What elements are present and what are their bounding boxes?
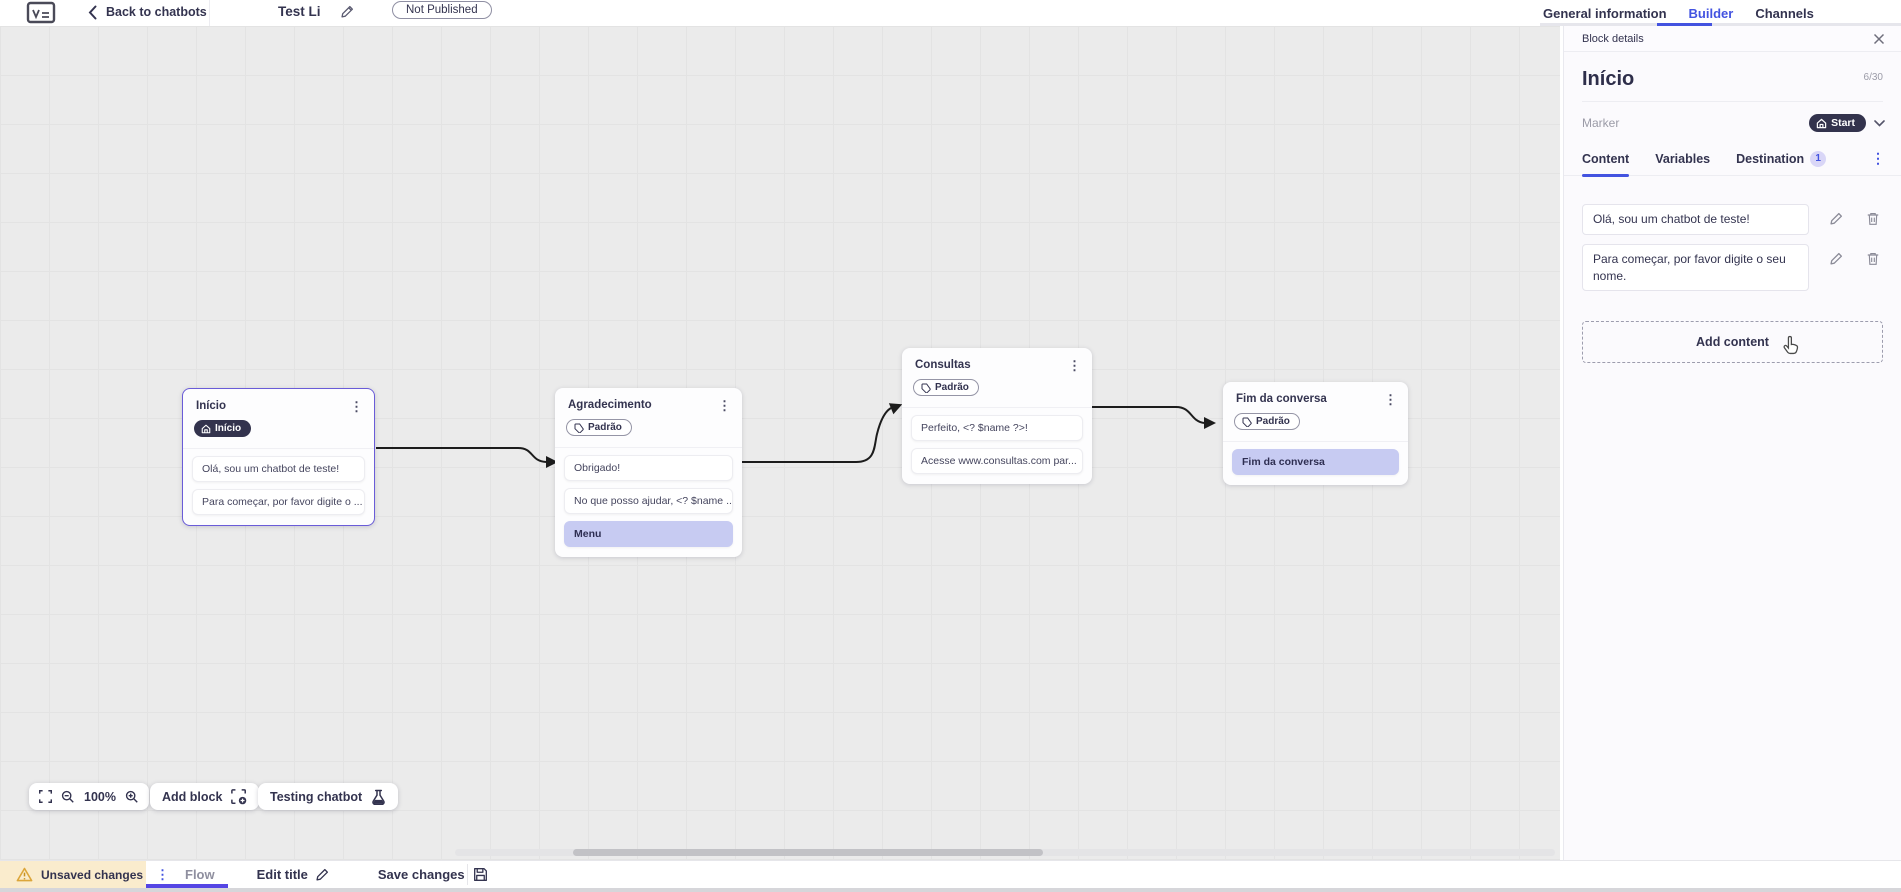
- save-changes-button[interactable]: Save changes: [378, 867, 488, 882]
- block-menu-icon[interactable]: ⋮: [1384, 392, 1397, 407]
- content-row: Para começar, por favor digite o seu nom…: [1582, 243, 1883, 292]
- block-name[interactable]: Início: [1582, 68, 1635, 90]
- message-card[interactable]: Olá, sou um chatbot de teste!: [192, 455, 365, 482]
- flow-tab-underline: [146, 884, 228, 888]
- block-menu-icon[interactable]: ⋮: [1068, 358, 1081, 373]
- content-text-card[interactable]: Olá, sou um chatbot de teste!: [1582, 204, 1809, 235]
- trash-icon[interactable]: [1866, 211, 1880, 226]
- marker-pill[interactable]: Padrão: [566, 419, 632, 436]
- panel-menu-icon[interactable]: ⋮: [1871, 150, 1885, 166]
- panel-tab-variables[interactable]: Variables: [1655, 151, 1711, 166]
- zoom-out-icon[interactable]: [61, 790, 75, 804]
- mouse-cursor: [1780, 334, 1802, 358]
- block-title: Agradecimento: [568, 399, 652, 411]
- tab-general-information[interactable]: General information: [1543, 5, 1667, 21]
- message-card[interactable]: Perfeito, <? $name ?>!: [911, 414, 1083, 441]
- message-card[interactable]: No que posso ajudar, <? $name ...: [564, 487, 733, 514]
- start-marker-pill[interactable]: Início: [194, 420, 252, 437]
- close-icon[interactable]: [1873, 33, 1885, 45]
- add-block-button[interactable]: Add block: [150, 783, 260, 810]
- bottom-strip: [0, 888, 1901, 892]
- panel-header-title: Block details: [1582, 32, 1644, 45]
- bottombar-divider: [467, 864, 468, 885]
- message-card[interactable]: Para começar, por favor digite o ...: [192, 488, 365, 515]
- panel-tab-content[interactable]: Content: [1582, 142, 1630, 177]
- flow-menu-icon[interactable]: ⋮: [156, 866, 169, 882]
- trash-icon[interactable]: [1866, 251, 1880, 266]
- save-icon: [473, 868, 487, 881]
- topbar: Back to chatbots Test Li Not Published G…: [0, 0, 1901, 26]
- topbar-divider: [209, 0, 210, 26]
- block-divider: [902, 406, 1092, 408]
- tab-builder[interactable]: Builder: [1688, 5, 1734, 21]
- back-to-chatbots-link[interactable]: Back to chatbots: [106, 5, 207, 19]
- add-content-button[interactable]: Add content: [1582, 321, 1883, 364]
- marker-start-pill[interactable]: Start: [1809, 114, 1866, 132]
- edit-title-button[interactable]: Edit title: [257, 867, 330, 882]
- tabs-track: [1540, 23, 1901, 26]
- marker-label: Marker: [1582, 116, 1620, 130]
- tab-channels[interactable]: Channels: [1755, 5, 1814, 21]
- canvas-horizontal-scrollbar[interactable]: [455, 849, 1555, 856]
- back-chevron-icon[interactable]: [88, 5, 97, 20]
- block-title: Fim da conversa: [1236, 393, 1327, 405]
- flow-block-consultas[interactable]: Consultas ⋮ Padrão Perfeito, <? $name ?>…: [902, 348, 1092, 484]
- zoom-level: 100%: [84, 789, 116, 804]
- destination-count-badge: 1: [1810, 150, 1827, 167]
- block-title: Consultas: [915, 359, 971, 371]
- edit-title-pencil-icon[interactable]: [340, 4, 355, 19]
- char-counter: 6/30: [1863, 72, 1883, 83]
- marker-pill[interactable]: Padrão: [1234, 413, 1300, 430]
- block-divider: [1223, 440, 1408, 442]
- unsaved-changes-indicator: Unsaved changes: [0, 861, 146, 888]
- block-details-panel: Block details Início 6/30 Marker Start C…: [1563, 26, 1901, 892]
- add-block-icon: [231, 788, 247, 805]
- fullscreen-icon[interactable]: [39, 790, 52, 803]
- status-badge: Not Published: [392, 1, 492, 19]
- zoom-in-icon[interactable]: [125, 790, 139, 804]
- menu-card[interactable]: Menu: [564, 520, 733, 547]
- testing-chatbot-button[interactable]: Testing chatbot: [258, 783, 399, 810]
- title-rule: [1582, 101, 1883, 102]
- chevron-down-icon[interactable]: [1874, 119, 1885, 127]
- block-title: Início: [196, 400, 227, 412]
- builder-nav-tabs: General information Builder Channels: [1543, 0, 1814, 26]
- edit-pencil-icon[interactable]: [1829, 251, 1844, 266]
- block-divider: [183, 447, 374, 449]
- flow-block-inicio[interactable]: Início ⋮ Início Olá, sou um chatbot de t…: [182, 388, 375, 526]
- content-list: Olá, sou um chatbot de teste! Para começ…: [1564, 176, 1901, 292]
- flow-canvas[interactable]: Início ⋮ Início Olá, sou um chatbot de t…: [0, 26, 1560, 860]
- bottom-bar: Unsaved changes ⋮ Flow Edit title Save c…: [0, 860, 1901, 888]
- tab-flow[interactable]: Flow: [185, 867, 215, 882]
- chatbot-title: Test Li: [278, 4, 321, 19]
- block-menu-icon[interactable]: ⋮: [350, 399, 363, 414]
- zoom-controls: 100%: [29, 783, 149, 810]
- app-logo-icon: [26, 1, 56, 24]
- panel-tab-destination[interactable]: Destination 1: [1736, 142, 1827, 176]
- pencil-icon: [316, 868, 328, 881]
- warning-icon: [16, 867, 33, 882]
- end-card[interactable]: Fim da conversa: [1232, 448, 1399, 475]
- content-text-card[interactable]: Para começar, por favor digite o seu nom…: [1582, 243, 1809, 292]
- message-card[interactable]: Acesse www.consultas.com par...: [911, 447, 1083, 474]
- flow-block-fim-da-conversa[interactable]: Fim da conversa ⋮ Padrão Fim da conversa: [1223, 382, 1408, 485]
- edit-pencil-icon[interactable]: [1829, 211, 1844, 226]
- flow-block-agradecimento[interactable]: Agradecimento ⋮ Padrão Obrigado! No que …: [555, 388, 742, 557]
- block-menu-icon[interactable]: ⋮: [718, 398, 731, 413]
- marker-pill[interactable]: Padrão: [913, 379, 979, 396]
- active-tab-underline: [1657, 23, 1712, 26]
- block-divider: [555, 446, 742, 448]
- content-row: Olá, sou um chatbot de teste!: [1582, 204, 1883, 235]
- flask-icon: [371, 789, 386, 805]
- scrollbar-thumb[interactable]: [573, 849, 1043, 856]
- message-card[interactable]: Obrigado!: [564, 454, 733, 481]
